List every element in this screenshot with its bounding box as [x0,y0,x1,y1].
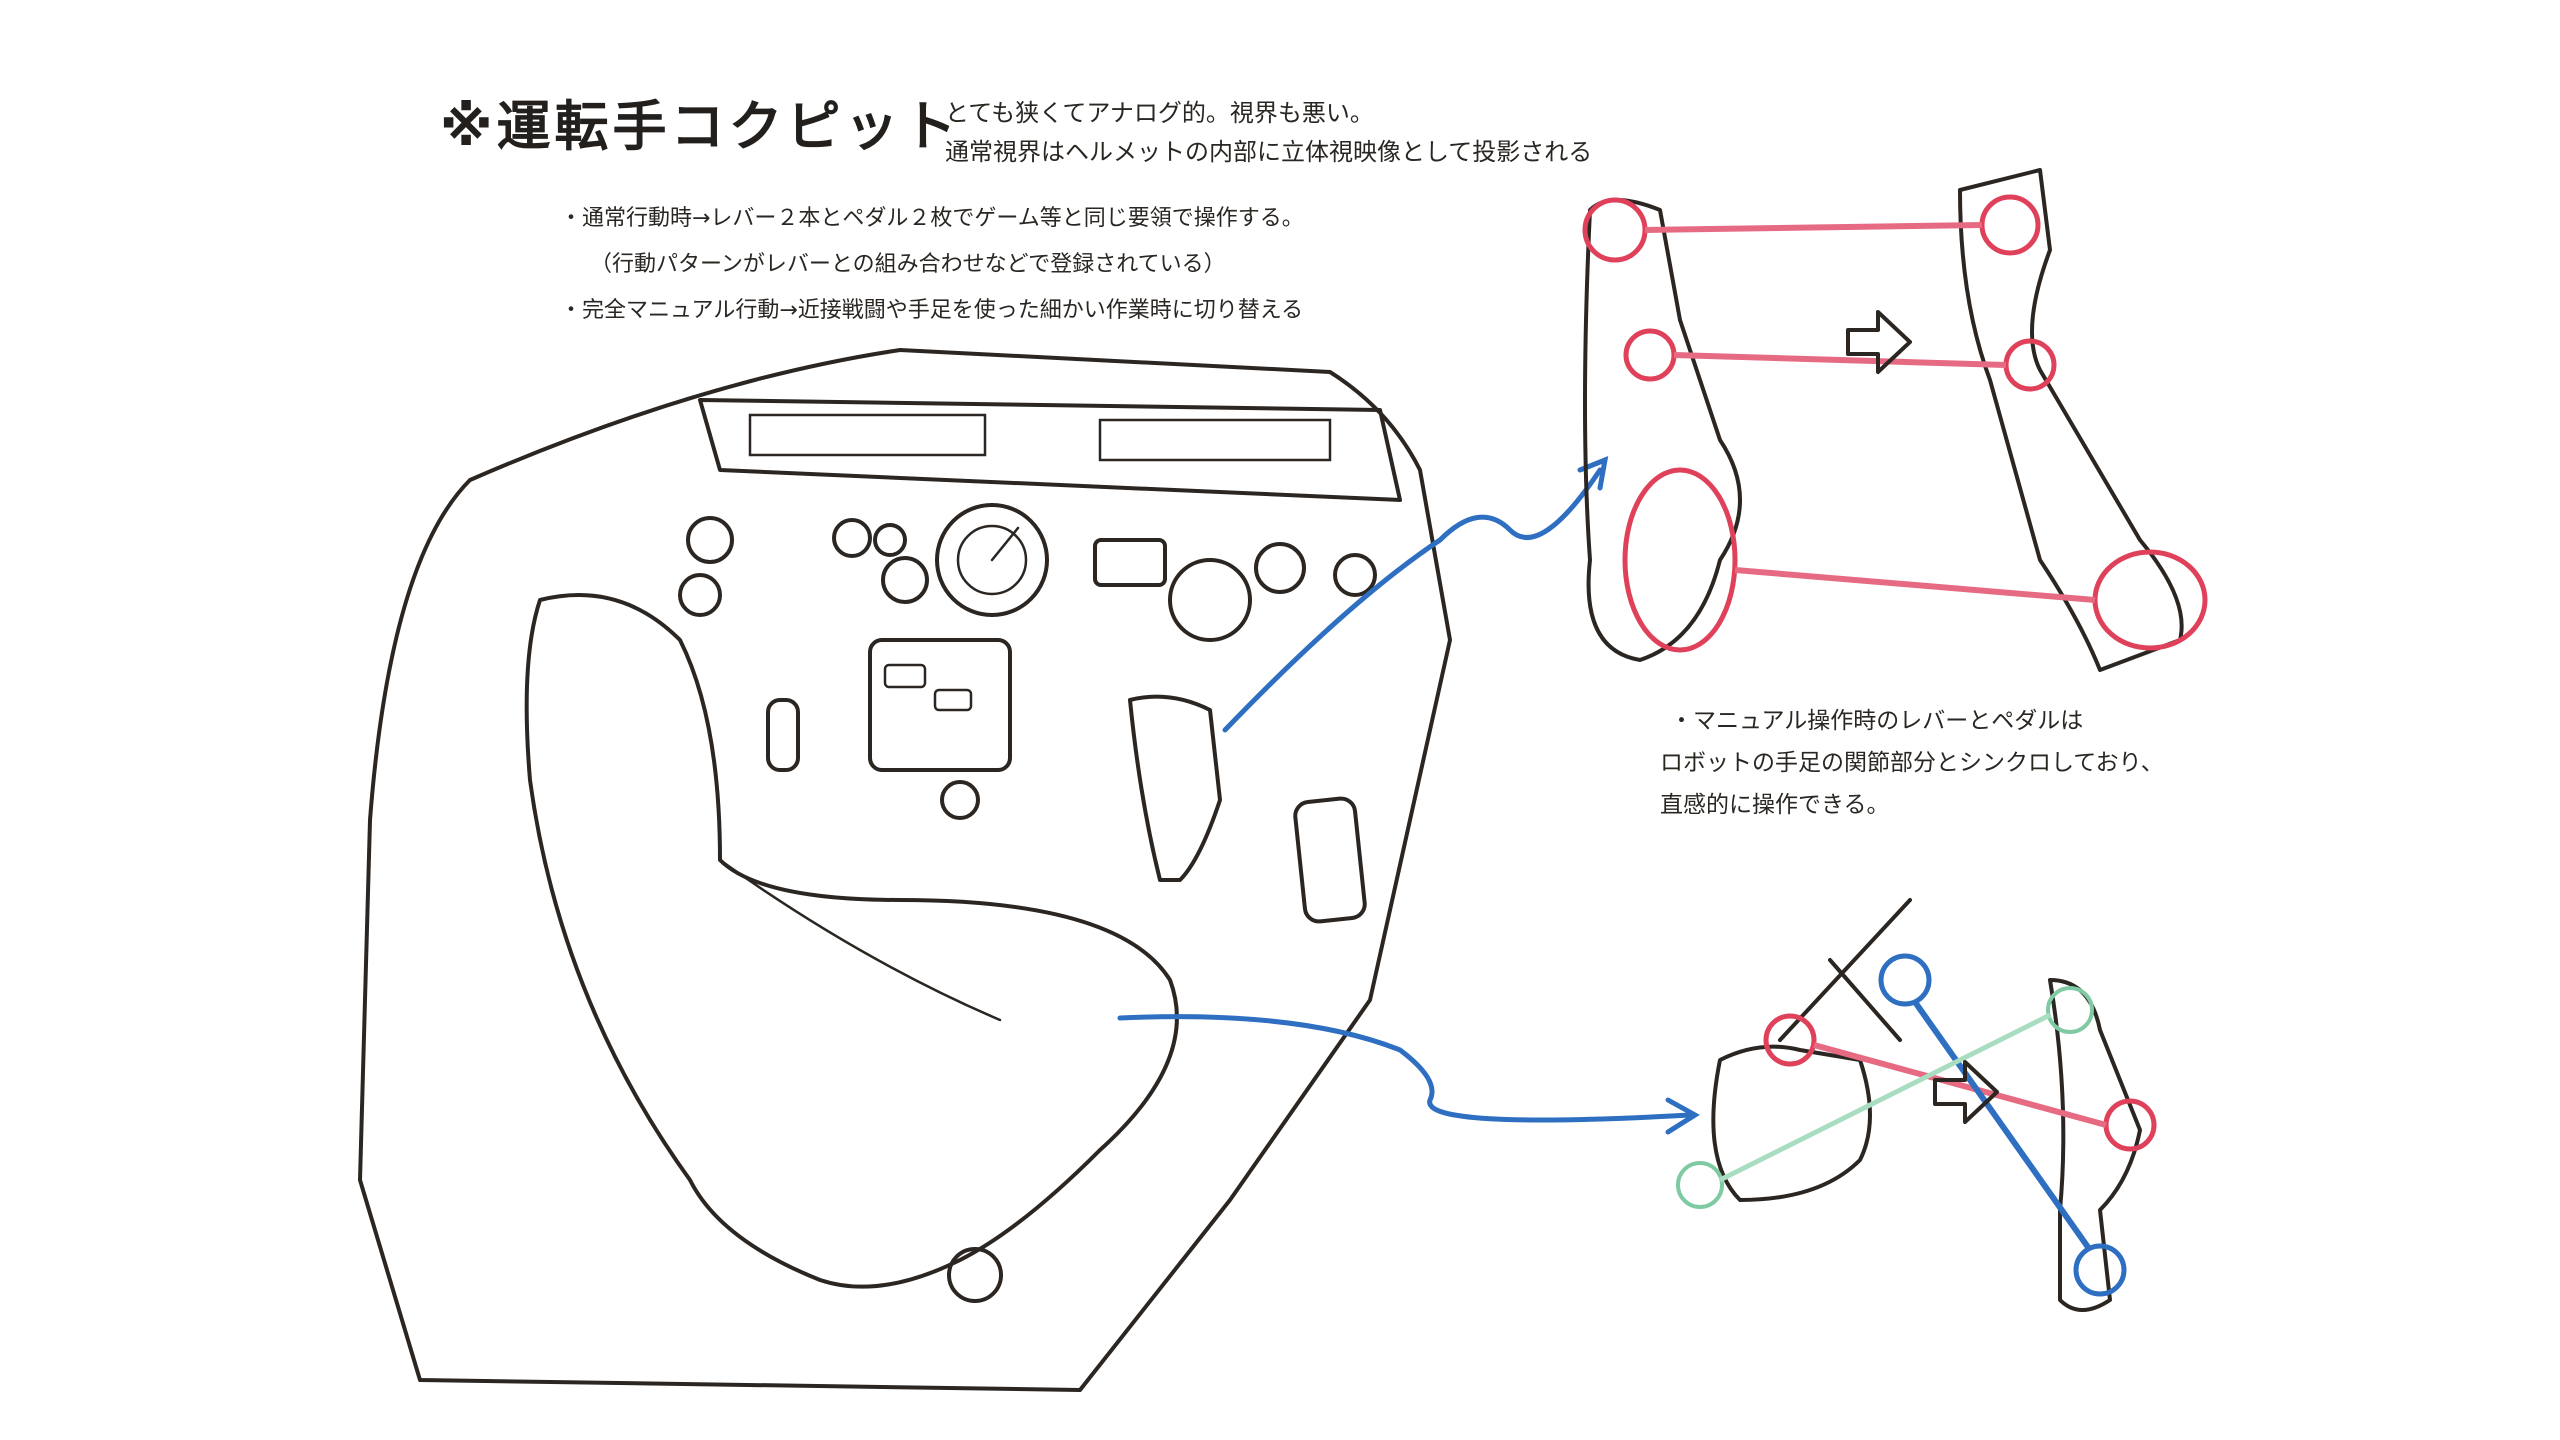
sync-link-green [1718,1012,2052,1183]
cockpit-illustration [358,348,1452,1392]
transform-arrow-icon [1933,1060,1999,1124]
lever-sketch [1583,198,1742,662]
control-note: ・完全マニュアル行動→近接戦闘や手足を使った細かい作業時に切り替える [560,298,1304,323]
blue-button [883,663,927,689]
blue-button [933,688,973,712]
dial-gauge [1168,558,1252,642]
joint-marker-blue [2073,1243,2127,1297]
control-notes: ・通常行動時→レバー２本とペダル２枚でゲーム等と同じ要領で操作する。 （行動パタ… [560,196,1304,334]
small-display [1093,538,1167,587]
sync-explanation-line: ロボットの手足の関節部分とシンクロしており、 [1660,750,2164,776]
red-indicator-light [1333,553,1377,597]
pedal [1293,796,1367,924]
joint-marker-red [1582,197,1648,263]
pilot-seat [524,593,1179,1289]
sync-link [1813,1042,2107,1128]
subnote-line: とても狭くてアナログ的。視界も悪い。 [945,99,1374,127]
seat-adjuster-knob [947,1247,1003,1303]
dial-gauge [881,556,929,604]
sync-link-blue [1912,1000,2093,1252]
red-indicator-light [686,516,734,564]
sync-explanation-line: 直感的に操作できる。 [1660,792,1890,818]
sync-link [1734,567,2096,603]
sync-explanation: ・マニュアル操作時のレバーとペダルは ロボットの手足の関節部分とシンクロしており… [1660,700,2164,826]
control-lever [1128,694,1222,882]
joint-marker-red [1622,467,1738,653]
red-indicator-light [832,518,872,558]
cockpit-window-frame [698,398,1402,502]
gear-shifter [766,698,800,772]
red-indicator-light [1254,542,1306,594]
transform-arrow-icon [1846,310,1912,374]
leg-sync-diagram [1676,898,2157,1312]
cockpit-cabin [358,348,1452,1392]
arrowhead [1665,1097,1700,1135]
joint-marker-red [1763,1013,1817,1067]
blue-knob [940,780,980,820]
joint-marker-red [1979,194,2041,256]
joint-marker-red [2003,338,2057,392]
arrow-pedal-to-leg [1117,1014,1693,1123]
joint-marker-green [1676,1161,1724,1209]
arrowhead [1577,456,1609,491]
red-indicator-light [873,523,907,557]
robot-leg-sketch [2048,978,2142,1312]
control-note: （行動パターンがレバーとの組み合わせなどで登録されている） [590,252,1226,277]
radar-sweep [990,526,1020,562]
subnote-line: 通常視界はヘルメットの内部に立体視映像として投影される [945,138,1593,166]
dial-gauge [678,573,722,617]
robot-arm-sketch [1958,168,2184,672]
joint-marker-green [2046,986,2094,1034]
cockpit-window-left [748,413,987,457]
radar-screen [935,503,1049,617]
sync-link [1673,352,2007,368]
sync-link [1644,222,1983,233]
cockpit-window-right [1098,418,1332,462]
center-console [868,638,1012,772]
arm-sync-diagram [1582,168,2208,672]
joint-marker-red [1623,328,1677,382]
arrow-lever-to-arm [1222,467,1603,733]
joint-marker-red [2092,549,2208,651]
joint-marker-blue [1878,953,1932,1007]
control-note: ・通常行動時→レバー２本とペダル２枚でゲーム等と同じ要領で操作する。 [560,206,1304,231]
seat-cushion-line [718,858,1002,1022]
page-title: ※運転手コクピット [440,95,961,158]
sync-explanation-line: ・マニュアル操作時のレバーとペダルは [1670,708,2084,734]
pedal-sketch [1711,1044,1872,1202]
radar-screen-ring [956,524,1028,596]
